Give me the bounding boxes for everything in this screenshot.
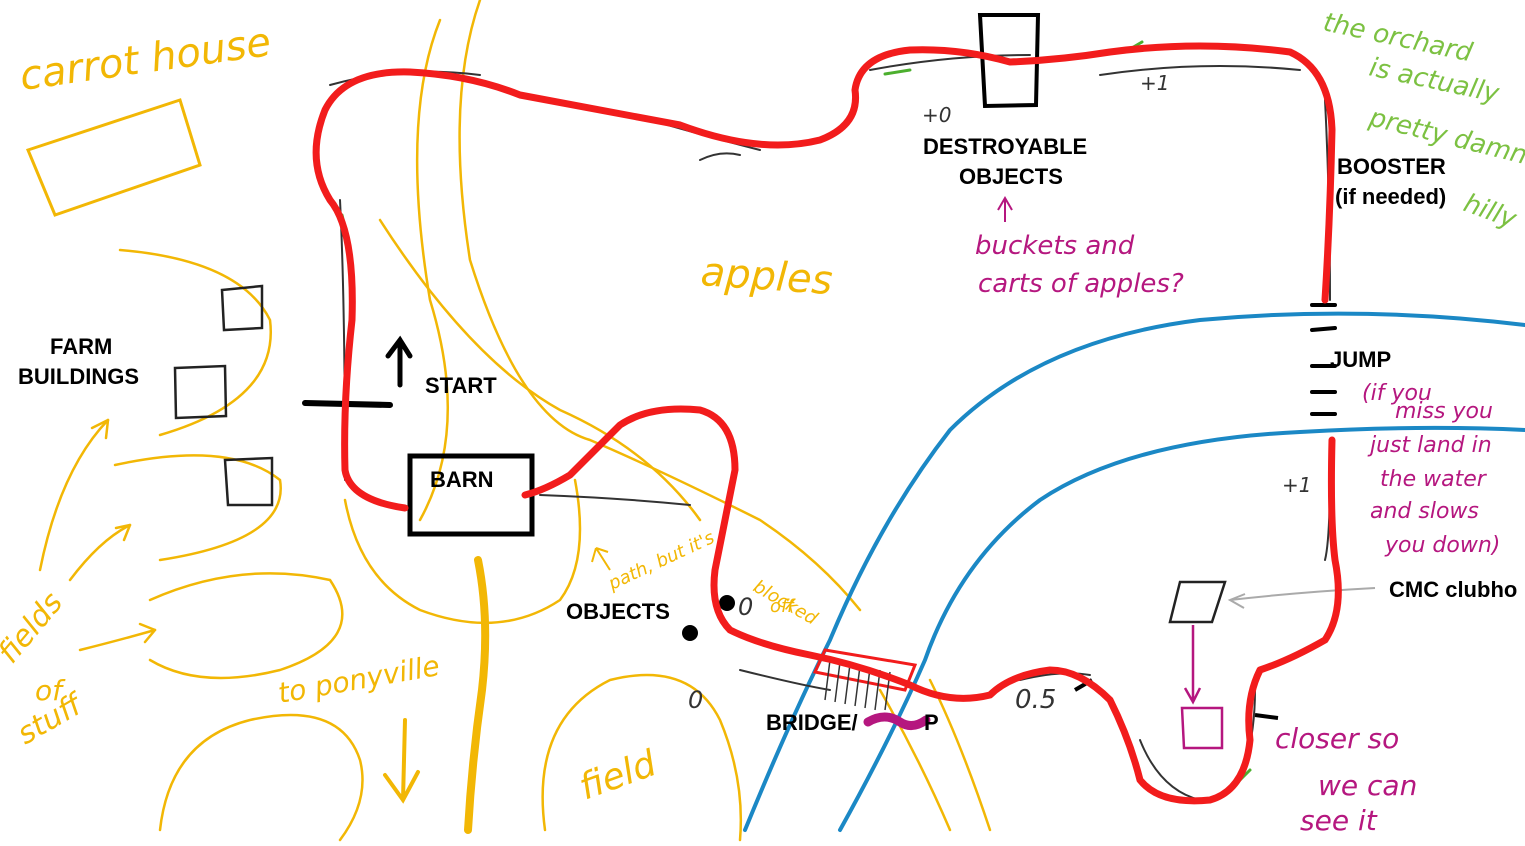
race-track-line	[312, 42, 1342, 805]
carrot-house-box	[25, 98, 202, 217]
checkpoint-value-right: +1	[1282, 473, 1311, 497]
cmc-new-box	[1180, 706, 1224, 750]
jump-dashes	[1310, 303, 1337, 416]
bridge-label: BRIDGE/	[766, 710, 858, 735]
checkpoint-value-top-right: +1	[1140, 71, 1169, 95]
track-edge-green	[340, 40, 1252, 787]
orchard-note-4: hilly	[1460, 188, 1521, 235]
destroyable-label-2: OBJECTS	[959, 164, 1063, 189]
checkpoint-value-bottom: 0.5	[1015, 685, 1056, 715]
cmc-clubhouse-box	[1168, 580, 1227, 624]
jump-note-2: miss you	[1395, 399, 1493, 424]
destroyable-note-arrow	[997, 196, 1013, 222]
buckets-note-2: carts of apples?	[978, 269, 1184, 299]
barn-label: BARN	[430, 467, 494, 492]
fields-note-2: of	[35, 674, 66, 707]
farm-buildings-label-1: FARM	[50, 334, 112, 359]
object-markers	[682, 595, 735, 641]
jump-note-4: the water	[1380, 467, 1488, 492]
destroyable-box	[977, 13, 1041, 109]
objects-label: OBJECTS	[566, 599, 670, 624]
river	[743, 311, 1525, 832]
closer-note-2: we can	[1318, 769, 1417, 802]
checkpoint-value-bridge: 0	[688, 686, 703, 714]
to-ponyville-note: to ponyville	[275, 649, 442, 710]
booster-label-2: (if needed)	[1335, 184, 1446, 209]
bridge-label-tail: P	[924, 710, 939, 735]
ponyville-road	[464, 556, 490, 834]
closer-note-1: closer so	[1275, 722, 1399, 755]
path-note-1: path, but it's	[604, 527, 717, 595]
checkpoint-mark-right	[1254, 713, 1279, 720]
jump-note-5: and slows	[1370, 499, 1479, 524]
closer-note-3: see it	[1300, 804, 1378, 837]
jump-label: JUMP	[1330, 347, 1391, 372]
destroyable-label-1: DESTROYABLE	[923, 134, 1087, 159]
booster-label-1: BOOSTER	[1337, 154, 1446, 179]
jump-note-1: (if you	[1362, 381, 1432, 406]
jump-note-6: you down)	[1384, 533, 1500, 558]
cmc-pointer-arrow	[1227, 587, 1376, 609]
yellow-sketch-lines	[38, 0, 992, 842]
ponyville-arrow	[383, 718, 420, 804]
path-note-3: off	[770, 596, 796, 617]
checkpoint-value-top-left: +0	[922, 103, 951, 127]
cmc-clubhouse-label: CMC clubho	[1389, 577, 1517, 602]
bridge-scribble	[863, 712, 931, 730]
checkpoint-value-objects: 0	[738, 593, 753, 621]
carrot-house-note: carrot house	[17, 19, 274, 100]
field-note: field	[574, 743, 663, 809]
start-label: START	[425, 373, 497, 398]
farm-buildings-label-2: BUILDINGS	[18, 364, 139, 389]
farm-buildings	[173, 284, 274, 507]
buckets-note-1: buckets and	[975, 231, 1135, 261]
cmc-move-arrow	[1183, 625, 1202, 705]
apples-note: apples	[699, 249, 834, 304]
fields-note-1: fields	[0, 586, 70, 670]
jump-note-3: just land in	[1367, 433, 1492, 458]
start-arrow	[385, 335, 413, 388]
path-note-arrow	[591, 547, 611, 571]
